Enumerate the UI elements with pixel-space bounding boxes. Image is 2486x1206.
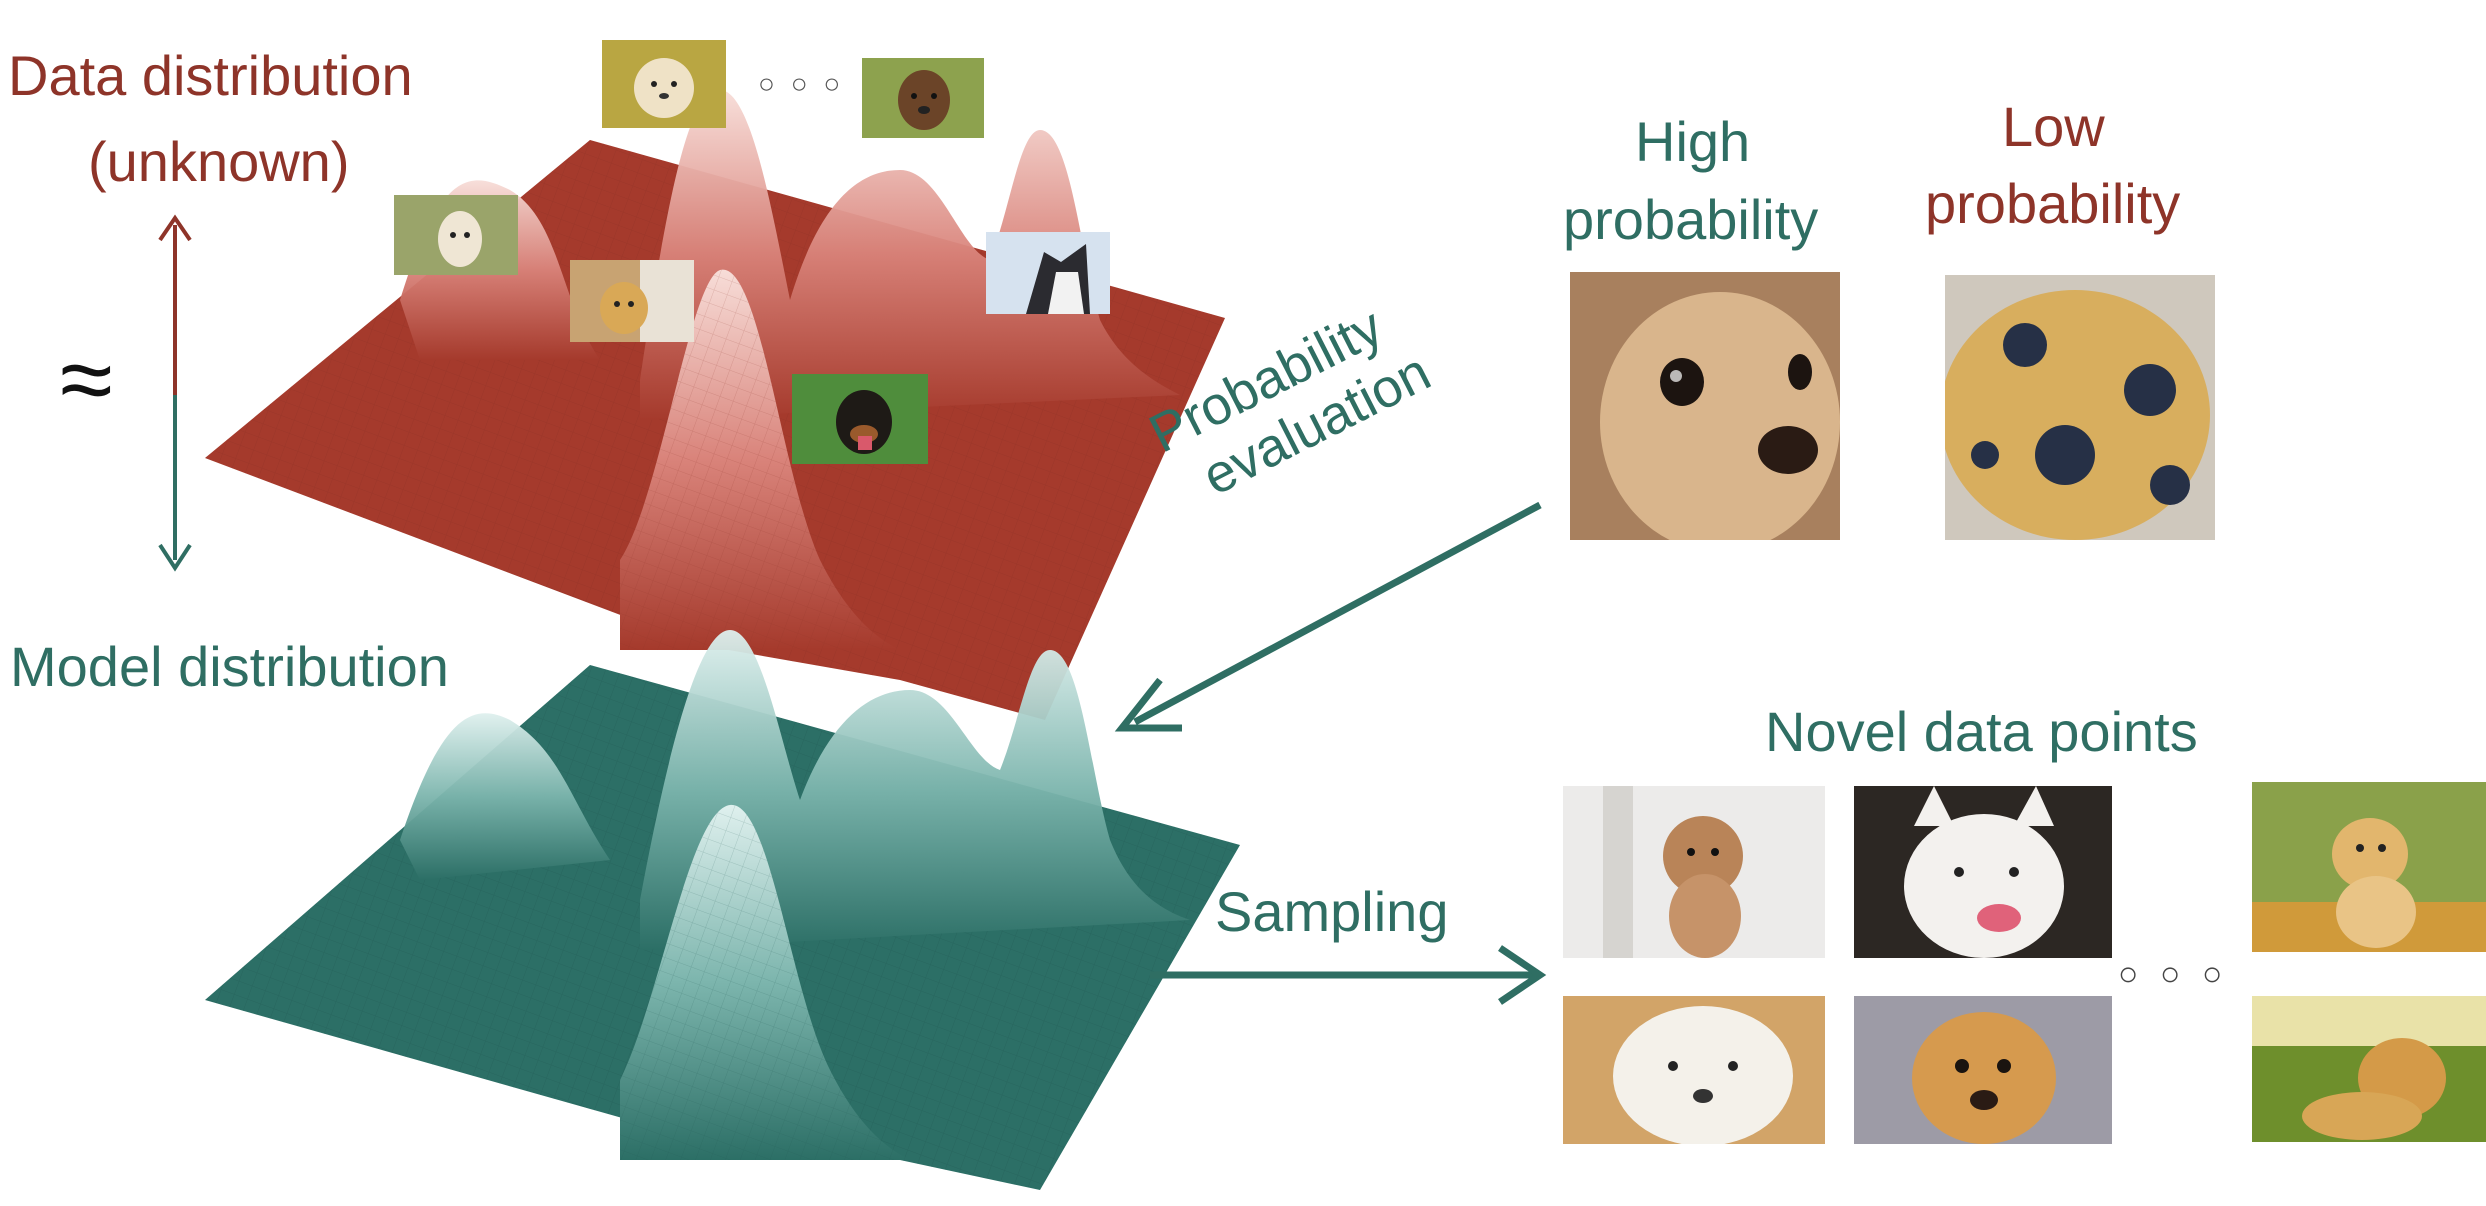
approx-symbol: ≈ (60, 326, 113, 433)
unknown-label: (unknown) (88, 130, 350, 193)
low-probability-label-line1: Low (2002, 95, 2105, 158)
golden-retriever-field-photo (2252, 996, 2486, 1142)
data-distribution-label: Data distribution (8, 44, 413, 107)
rottweiler-photo (792, 374, 928, 464)
ellipsis-samples: ○ ○ ○ (2118, 955, 2229, 993)
novel-data-points-label: Novel data points (1765, 700, 2198, 763)
golden-puppy-photo (394, 195, 518, 275)
model-distribution-surface (205, 630, 1240, 1190)
husky-photo (986, 232, 1110, 314)
muffin-photo (1945, 275, 2215, 540)
probability-evaluation-arrow (1114, 501, 1542, 732)
low-probability-label-line2: probability (1925, 172, 2181, 235)
sampling-arrow (1150, 945, 1547, 1005)
golden-puppy-face-photo (1854, 996, 2112, 1144)
approx-arrow (158, 214, 192, 572)
white-puppy-photo (1563, 996, 1825, 1144)
golden-puppy-field-photo (2252, 782, 2486, 952)
data-distribution-surface (205, 90, 1225, 720)
poodle-puppy-photo (1563, 786, 1825, 958)
brown-puppy-photo (862, 58, 984, 138)
pomeranian-puppy-photo (602, 40, 726, 128)
labrador-puppy-photo (570, 260, 694, 342)
chihuahua-photo (1570, 272, 1840, 540)
white-dog-photo (1854, 786, 2112, 958)
high-probability-label-line2: probability (1563, 188, 1819, 251)
model-distribution-label: Model distribution (10, 635, 449, 698)
sampling-label: Sampling (1215, 880, 1449, 943)
high-probability-label-line1: High (1635, 110, 1751, 173)
ellipsis-top: ○ ○ ○ (758, 68, 845, 99)
